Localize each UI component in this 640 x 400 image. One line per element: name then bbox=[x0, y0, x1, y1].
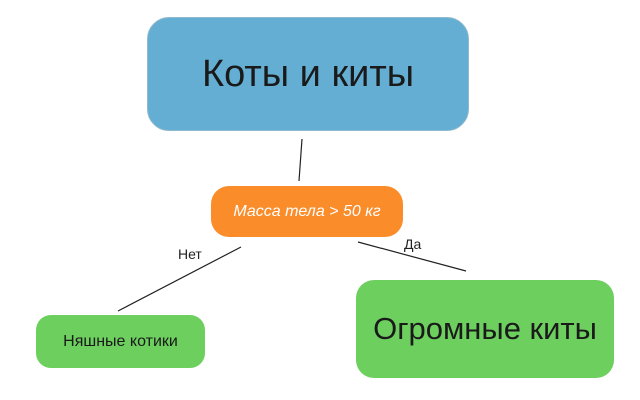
leaf-node-cats: Няшные котики bbox=[36, 315, 205, 368]
root-node: Коты и киты bbox=[147, 17, 469, 131]
question-node-label: Масса тела > 50 кг bbox=[233, 202, 381, 220]
edge-label-no: Нет bbox=[178, 246, 202, 262]
connector-question-to-leaf-yes bbox=[357, 241, 467, 272]
question-node: Масса тела > 50 кг bbox=[211, 186, 403, 237]
root-node-label: Коты и киты bbox=[201, 52, 415, 95]
connector-root-to-question bbox=[298, 138, 303, 182]
leaf-node-whales-label: Огромные киты bbox=[373, 311, 597, 346]
edge-label-yes: Да bbox=[404, 236, 422, 252]
leaf-node-whales: Огромные киты bbox=[356, 280, 614, 378]
leaf-node-cats-label: Няшные котики bbox=[63, 332, 178, 350]
connector-question-to-leaf-no bbox=[117, 246, 242, 312]
